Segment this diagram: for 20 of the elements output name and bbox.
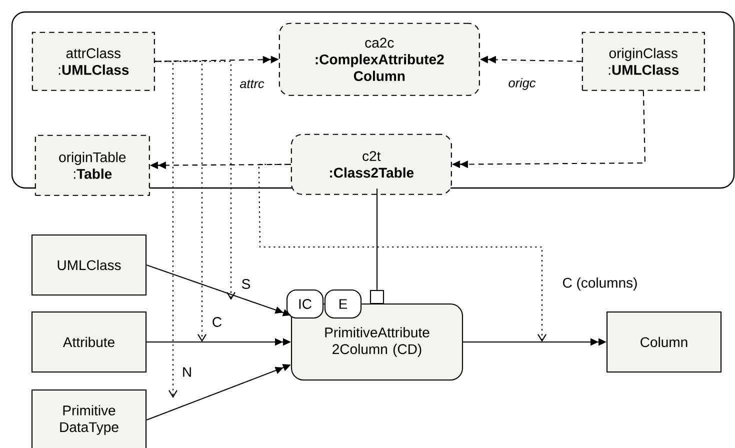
tag-box: IC (286, 289, 324, 319)
object-box: c2t :Class2Table (290, 134, 452, 195)
edge-label: C (columns) (560, 276, 640, 292)
edge-label: S (240, 278, 252, 290)
object-box: originClass :UMLClass (582, 32, 705, 91)
object-box: ca2c :ComplexAttribute2 Column (278, 22, 480, 96)
tag-box: E (324, 289, 362, 319)
class-box: Attribute (31, 311, 147, 373)
class-box: UMLClass (31, 234, 147, 296)
object-box: originTable :Table (34, 134, 150, 196)
trace-arrow (154, 60, 236, 300)
edge-label: attrc (238, 78, 266, 90)
edge-label: N (180, 366, 194, 378)
edge-label: origc (506, 76, 538, 92)
edge-label: C (210, 316, 224, 328)
port-square (370, 290, 384, 304)
object-box: attrClass :UMLClass (32, 32, 155, 91)
trace-arrow (258, 164, 546, 342)
class-box: Column (606, 311, 722, 373)
class-box: Primitive DataType (31, 389, 147, 448)
